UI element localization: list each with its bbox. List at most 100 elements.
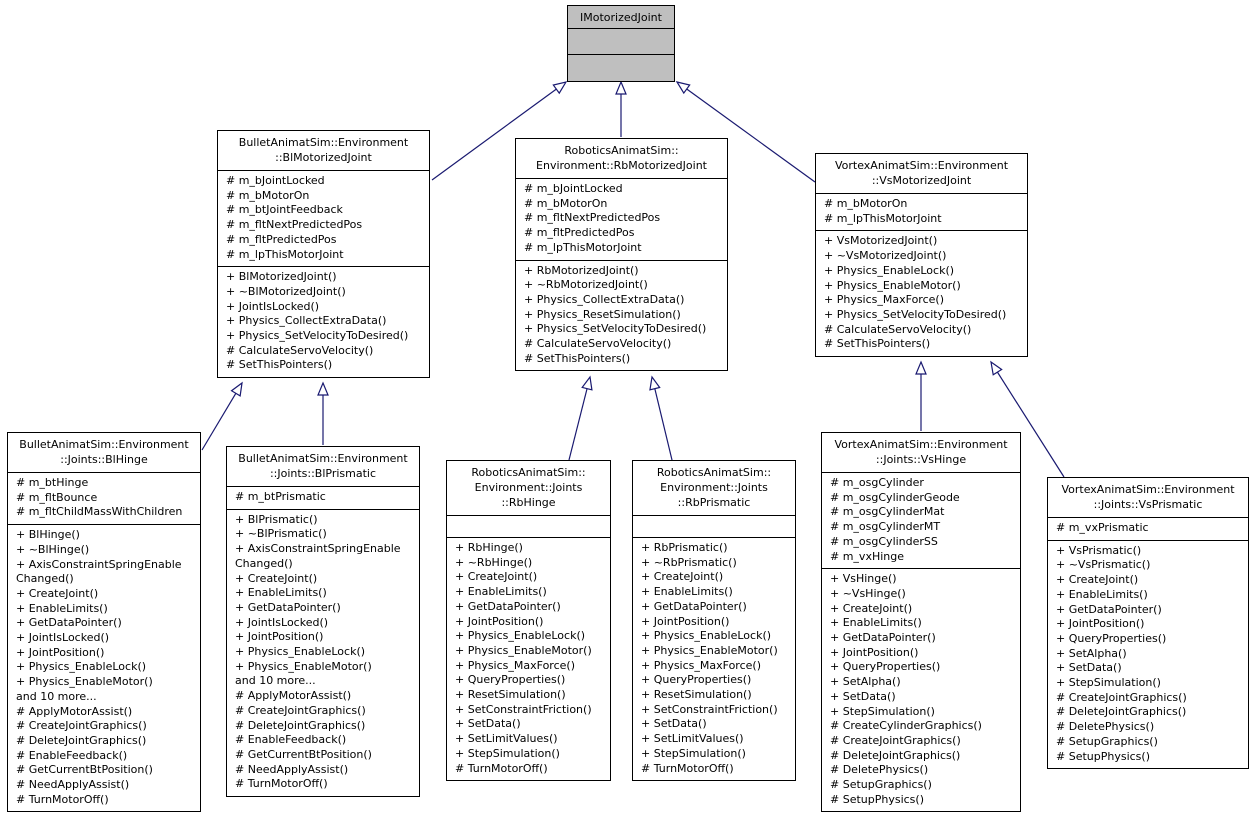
title-line: ::Joints::BlPrismatic xyxy=(269,467,377,480)
method-item: + SetData() xyxy=(641,717,707,731)
methods-section: + RbMotorizedJoint()+ ~RbMotorizedJoint(… xyxy=(516,259,727,371)
attribute-item: # m_bMotorOn xyxy=(226,188,310,202)
method-item: + Physics_EnableMotor() xyxy=(641,643,778,657)
method-item: + JointPosition() xyxy=(641,614,730,628)
method-item: + GetDataPointer() xyxy=(641,599,747,613)
method-item: + ~VsMotorizedJoint() xyxy=(824,249,947,263)
method-item: # SetupGraphics() xyxy=(1056,734,1158,748)
attributes-section xyxy=(633,515,795,537)
edge-blprismatic-to-blmotorized xyxy=(317,381,329,445)
title-line: RoboticsAnimatSim:: xyxy=(471,466,586,479)
method-item: + RbPrismatic() xyxy=(641,541,728,554)
method-item: + Physics_EnableLock() xyxy=(641,629,772,643)
method-item: + SetConstraintFriction() xyxy=(641,702,778,716)
method-item: + JointIsLocked() xyxy=(226,299,320,313)
method-item: # SetThisPointers() xyxy=(226,358,333,372)
method-item: + StepSimulation() xyxy=(641,746,746,760)
method-item: + JointPosition() xyxy=(16,645,105,659)
method-item: Changed() xyxy=(16,572,74,586)
method-item: + ~BlPrismatic() xyxy=(235,527,327,541)
inheritance-arrowhead xyxy=(675,81,691,95)
class-title: VortexAnimatSim::Environment::Joints::Vs… xyxy=(822,433,1020,472)
class-box-blmotorizedjoint[interactable]: BulletAnimatSim::Environment::BlMotorize… xyxy=(217,130,430,379)
title-line: RoboticsAnimatSim:: xyxy=(656,466,772,479)
attribute-item: # m_bMotorOn xyxy=(824,197,908,210)
method-item: # DeleteJointGraphics() xyxy=(1056,705,1187,719)
method-item: + StepSimulation() xyxy=(455,746,560,760)
attribute-item: # m_lpThisMotorJoint xyxy=(226,247,344,261)
method-item: + Physics_EnableLock() xyxy=(16,660,147,674)
method-item: + SetLimitValues() xyxy=(641,732,744,746)
method-item: + StepSimulation() xyxy=(1056,676,1161,690)
method-item: # EnableFeedback() xyxy=(16,748,128,762)
class-box-rbhinge[interactable]: RoboticsAnimatSim::Environment::Joints::… xyxy=(446,460,611,782)
attributes-section: # m_osgCylinder# m_osgCylinderGeode# m_o… xyxy=(822,472,1020,568)
edge-vsprismatic-to-vsmotorized xyxy=(990,360,1065,478)
method-item: + ~VsPrismatic() xyxy=(1056,558,1151,572)
attribute-item: # m_bJointLocked xyxy=(226,174,325,187)
attribute-item: # m_osgCylinder xyxy=(830,476,924,489)
class-box-blhinge[interactable]: BulletAnimatSim::Environment::Joints::Bl… xyxy=(7,432,201,813)
method-item: + EnableLimits() xyxy=(16,601,108,615)
method-item: + Physics_EnableLock() xyxy=(824,263,955,277)
inheritance-line xyxy=(654,388,673,461)
method-item: + CreateJoint() xyxy=(16,586,99,600)
title-line: VortexAnimatSim::Environment xyxy=(1061,483,1235,496)
attribute-item: # m_lpThisMotorJoint xyxy=(824,211,942,225)
method-item: + VsPrismatic() xyxy=(1056,543,1142,557)
method-item: # DeletePhysics() xyxy=(1056,720,1155,734)
class-title: BulletAnimatSim::Environment::Joints::Bl… xyxy=(227,447,419,486)
class-box-imotorizedjoint[interactable]: IMotorizedJoint xyxy=(567,5,675,82)
method-item: + RbMotorizedJoint() xyxy=(524,263,639,277)
method-item: + JointPosition() xyxy=(455,614,544,628)
method-item: # SetThisPointers() xyxy=(824,337,931,351)
edge-vshinge-to-vsmotorized xyxy=(915,360,927,431)
method-item: + CreateJoint() xyxy=(830,601,913,615)
attribute-item: # m_osgCylinderMat xyxy=(830,505,945,519)
method-item: + Physics_SetVelocityToDesired() xyxy=(226,329,409,343)
class-title: VortexAnimatSim::Environment::VsMotorize… xyxy=(816,154,1027,193)
method-item: + EnableLimits() xyxy=(235,586,327,600)
class-box-rbprismatic[interactable]: RoboticsAnimatSim::Environment::Joints::… xyxy=(632,460,796,782)
method-item: + JointIsLocked() xyxy=(235,615,329,629)
attribute-item: # m_fltNextPredictedPos xyxy=(226,218,363,232)
attribute-item: # m_osgCylinderMT xyxy=(830,520,941,534)
class-box-blprismatic[interactable]: BulletAnimatSim::Environment::Joints::Bl… xyxy=(226,446,420,798)
method-item: + SetData() xyxy=(455,717,521,731)
method-item: + Physics_ResetSimulation() xyxy=(524,307,681,321)
title-line: Environment::Joints xyxy=(660,481,768,494)
class-box-vshinge[interactable]: VortexAnimatSim::Environment::Joints::Vs… xyxy=(821,432,1021,813)
class-box-vsmotorizedjoint[interactable]: VortexAnimatSim::Environment::VsMotorize… xyxy=(815,153,1028,358)
method-item: + JointPosition() xyxy=(1056,617,1145,631)
method-item: + ~RbHinge() xyxy=(455,555,533,569)
method-item: + EnableLimits() xyxy=(830,616,922,630)
edge-rbprismatic-to-rbmotorized xyxy=(649,375,673,461)
class-box-rbmotorizedjoint[interactable]: RoboticsAnimatSim::Environment::RbMotori… xyxy=(515,138,728,372)
attribute-item: # m_bJointLocked xyxy=(524,182,623,195)
attribute-item: # m_osgCylinderGeode xyxy=(830,490,960,504)
edge-rbmotorized-to-root xyxy=(615,80,627,137)
title-line: VortexAnimatSim::Environment xyxy=(834,159,1009,172)
attributes-section: # m_bMotorOn# m_lpThisMotorJoint xyxy=(816,193,1027,230)
methods-section: + VsMotorizedJoint()+ ~VsMotorizedJoint(… xyxy=(816,230,1027,356)
attributes-section xyxy=(568,28,674,54)
method-item: # CreateJointGraphics() xyxy=(1056,690,1187,704)
method-item: + ResetSimulation() xyxy=(455,688,566,702)
method-item: + EnableLimits() xyxy=(455,585,547,599)
inheritance-line xyxy=(431,88,557,181)
method-item: + CreateJoint() xyxy=(235,571,318,585)
method-item: + JointIsLocked() xyxy=(16,631,110,645)
title-line: ::RbHinge xyxy=(501,496,556,509)
method-item: + ~BlHinge() xyxy=(16,542,90,556)
attribute-item: # m_vxPrismatic xyxy=(1056,521,1149,534)
method-item: # CreateCylinderGraphics() xyxy=(830,719,982,733)
method-item: # CalculateServoVelocity() xyxy=(524,337,672,351)
class-box-vsprismatic[interactable]: VortexAnimatSim::Environment::Joints::Vs… xyxy=(1047,477,1249,770)
method-item: + QueryProperties() xyxy=(1056,631,1167,645)
method-item: # DeleteJointGraphics() xyxy=(235,718,366,732)
method-item: + VsMotorizedJoint() xyxy=(824,234,938,248)
method-item: # ApplyMotorAssist() xyxy=(16,704,133,718)
title-line: ::VsMotorizedJoint xyxy=(871,174,972,187)
inheritance-arrowhead xyxy=(230,381,243,397)
